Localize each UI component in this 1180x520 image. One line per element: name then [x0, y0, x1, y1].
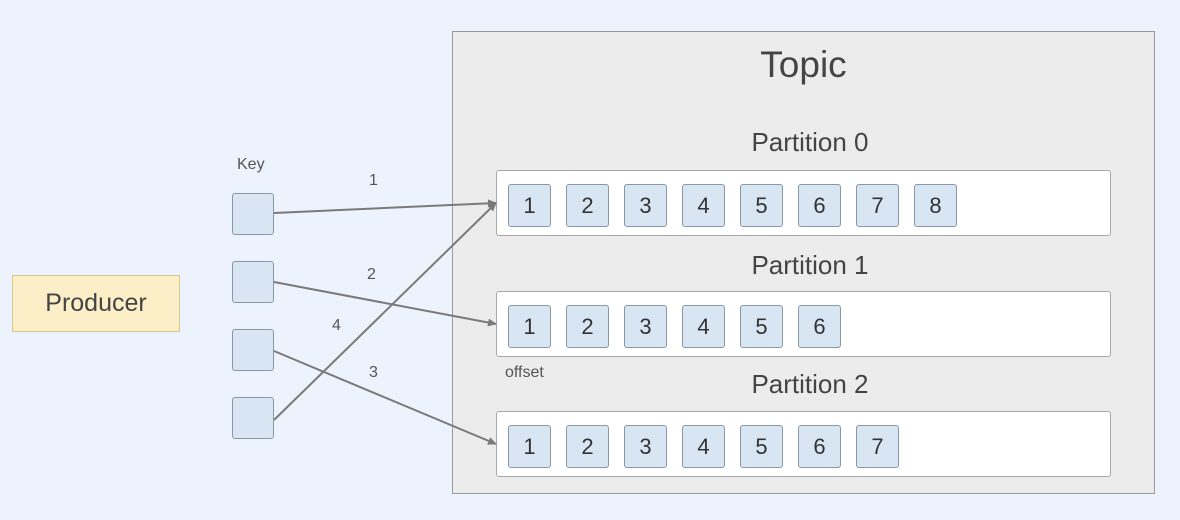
offset-cell: 8 [914, 184, 957, 227]
offset-cell: 3 [624, 305, 667, 348]
offset-cell: 7 [856, 425, 899, 468]
offset-cell: 6 [798, 184, 841, 227]
offset-cell: 5 [740, 305, 783, 348]
offset-cell: 2 [566, 184, 609, 227]
arrow-key3-partition2 [273, 350, 497, 445]
offset-cell: 4 [682, 184, 725, 227]
key-box [232, 261, 274, 303]
key-box [232, 193, 274, 235]
arrow-label: 3 [369, 364, 378, 381]
partition-title: Partition 1 [751, 250, 869, 280]
offset-cell: 5 [740, 425, 783, 468]
producer-box: Producer [12, 275, 180, 332]
partition-title: Partition 2 [751, 369, 869, 399]
offset-cell: 2 [566, 305, 609, 348]
offset-cell: 3 [624, 184, 667, 227]
key-header: Key [237, 156, 265, 173]
arrow-label: 4 [332, 317, 341, 334]
arrow-key2-partition1 [273, 281, 497, 327]
offset-label: offset [505, 364, 544, 381]
partition-row-1: 1 2 3 4 5 6 [496, 291, 1111, 357]
arrow-label: 2 [367, 266, 376, 283]
arrow-key1-partition0 [273, 199, 497, 214]
offset-cell: 2 [566, 425, 609, 468]
partition-row-0: 1 2 3 4 5 6 7 8 [496, 170, 1111, 236]
offset-cell: 5 [740, 184, 783, 227]
offset-cell: 4 [682, 425, 725, 468]
offset-cell: 4 [682, 305, 725, 348]
topic-title: Topic [760, 44, 847, 85]
partition-title: Partition 0 [751, 127, 869, 157]
offset-cell: 3 [624, 425, 667, 468]
offset-cell: 6 [798, 425, 841, 468]
partition-row-2: 1 2 3 4 5 6 7 [496, 411, 1111, 477]
offset-cell: 6 [798, 305, 841, 348]
key-box [232, 397, 274, 439]
offset-cell: 1 [508, 305, 551, 348]
arrow-key4-partition0 [273, 202, 497, 421]
offset-cell: 1 [508, 425, 551, 468]
offset-cell: 1 [508, 184, 551, 227]
offset-cell: 7 [856, 184, 899, 227]
key-box [232, 329, 274, 371]
producer-label: Producer [45, 289, 147, 317]
arrow-label: 1 [369, 172, 378, 189]
